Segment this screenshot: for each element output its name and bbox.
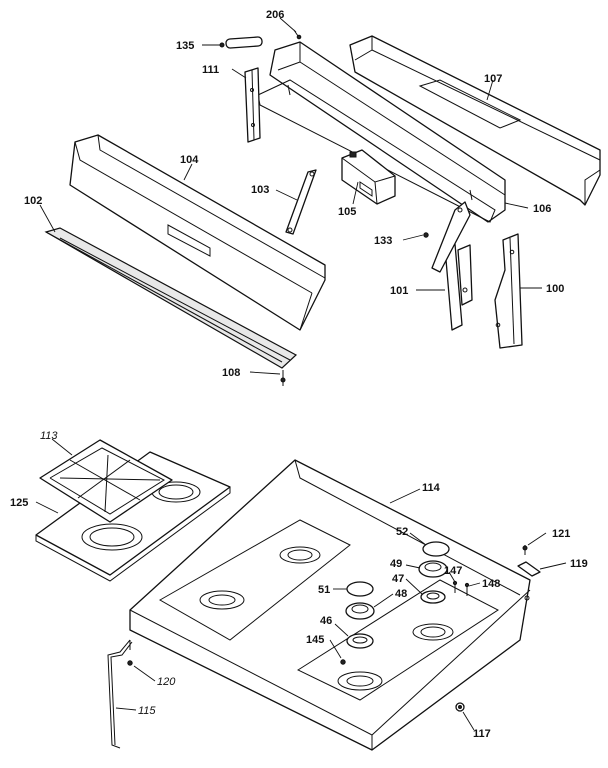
part-105-timer-module bbox=[341, 149, 396, 205]
part-133-screw bbox=[423, 232, 429, 238]
callout-111: 111 bbox=[202, 64, 219, 76]
callout-108: 108 bbox=[222, 367, 240, 379]
part-148-electrode bbox=[464, 582, 470, 596]
part-52-burner-cap bbox=[422, 541, 450, 557]
part-103-link bbox=[285, 169, 317, 235]
callout-114: 114 bbox=[422, 482, 441, 494]
part-115-rod bbox=[107, 639, 133, 749]
callout-104: 104 bbox=[180, 154, 199, 166]
callout-105: 105 bbox=[338, 206, 356, 218]
callout-48: 48 bbox=[395, 588, 407, 600]
callout-135: 135 bbox=[176, 40, 194, 52]
part-119-clip bbox=[517, 561, 541, 577]
part-100-side-panel bbox=[494, 233, 523, 349]
callout-145: 145 bbox=[306, 634, 324, 646]
callout-100: 100 bbox=[546, 283, 564, 295]
part-120-clip bbox=[127, 640, 133, 666]
part-107-vent-trim bbox=[349, 35, 601, 206]
callout-125: 125 bbox=[10, 497, 28, 509]
callout-206: 206 bbox=[266, 9, 284, 21]
callout-49: 49 bbox=[390, 558, 402, 570]
part-51-burner-cap bbox=[346, 581, 374, 597]
callout-101: 101 bbox=[390, 285, 408, 297]
callout-labels: 206 135 111 107 104 103 102 105 106 133 … bbox=[10, 9, 588, 740]
part-101-side-bracket bbox=[431, 201, 473, 331]
part-117-nut bbox=[455, 702, 465, 712]
callout-47: 47 bbox=[392, 573, 404, 585]
callout-46: 46 bbox=[320, 615, 332, 627]
callout-133: 133 bbox=[374, 235, 392, 247]
part-135-handle bbox=[219, 36, 263, 49]
part-49-burner-head bbox=[418, 560, 448, 578]
part-145-screw bbox=[340, 659, 346, 665]
callout-51: 51 bbox=[318, 584, 330, 596]
part-48-burner-head bbox=[345, 602, 375, 620]
part-106-backguard bbox=[257, 41, 506, 223]
callout-115: 115 bbox=[138, 705, 156, 717]
part-125-cooktop-insert bbox=[35, 451, 231, 582]
part-108-screw bbox=[280, 370, 286, 386]
callout-52: 52 bbox=[396, 526, 408, 538]
callout-117: 117 bbox=[473, 728, 491, 740]
part-121-screw bbox=[522, 545, 528, 555]
callout-121: 121 bbox=[552, 528, 570, 540]
callout-102: 102 bbox=[24, 195, 42, 207]
callout-103: 103 bbox=[251, 184, 269, 196]
part-104-control-panel bbox=[69, 134, 326, 331]
leader-lines bbox=[35, 17, 567, 731]
callout-119: 119 bbox=[570, 558, 588, 570]
callout-107: 107 bbox=[484, 73, 502, 85]
callout-120: 120 bbox=[157, 676, 176, 688]
part-113-grate bbox=[39, 439, 173, 523]
part-102-trim-strip bbox=[44, 227, 298, 369]
callout-147: 147 bbox=[444, 565, 462, 577]
callout-148: 148 bbox=[482, 578, 500, 590]
callout-113: 113 bbox=[40, 430, 58, 442]
part-111-bracket bbox=[244, 67, 261, 143]
callout-106: 106 bbox=[533, 203, 551, 215]
part-47-burner-base bbox=[420, 590, 446, 604]
part-46-burner-base bbox=[346, 633, 374, 649]
part-114-cooktop bbox=[129, 459, 531, 751]
